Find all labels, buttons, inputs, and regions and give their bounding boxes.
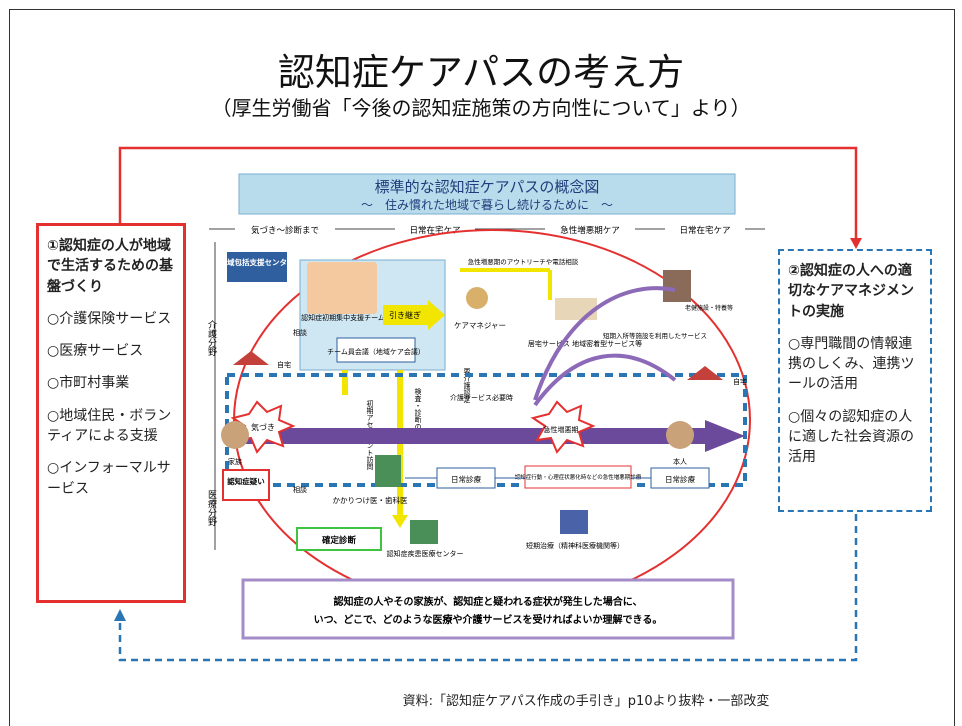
home-right-icon bbox=[687, 366, 723, 380]
family-label: 家族 bbox=[228, 457, 242, 466]
acute-label: 急性増悪期 bbox=[544, 425, 579, 434]
team-illustration bbox=[307, 262, 377, 314]
phase-home-care-1: 日常在宅ケア bbox=[409, 225, 460, 236]
consult-label-1: 相談 bbox=[293, 328, 307, 337]
shortstay-label: 短期入所等施設を利用したサービス bbox=[603, 331, 707, 340]
psychiatric-icon bbox=[560, 510, 588, 534]
diagram-title: 標準的な認知症ケアパスの概念図 bbox=[375, 178, 600, 196]
service-need-label: 介護サービス必要時 bbox=[450, 393, 513, 402]
outreach-label: 急性増悪期のアウトリーチや電話相談 bbox=[468, 257, 579, 266]
suspect-box bbox=[222, 469, 270, 501]
carepath-concept-diagram: 標準的な認知症ケアパスの概念図 ～ 住み慣れた地域で暮らし続けるために ～ 気づ… bbox=[206, 173, 765, 640]
daily-care-2-label: 日常診療 bbox=[665, 474, 695, 484]
home-service-label: 居宅サービス 地域密着型サービス等 bbox=[528, 339, 642, 348]
person-label: 本人 bbox=[673, 457, 687, 466]
home-right-label: 自宅 bbox=[733, 377, 747, 386]
consult-label-2: 相談 bbox=[293, 485, 307, 494]
caremanager-label: ケアマネジャー bbox=[454, 321, 506, 330]
medical-center-label: 認知症疾患医療センター bbox=[387, 549, 464, 558]
summary-line-1: 認知症の人やその家族が、認知症と疑われる症状が発生した場合に、 bbox=[334, 595, 643, 608]
care-need-label: 要介護認定 bbox=[463, 368, 471, 404]
notice-label: 気づき bbox=[251, 422, 275, 432]
left-item-volunteer: ○地域住民・ボランティアによる支援 bbox=[47, 407, 172, 445]
diagnosis-label: 確定診断 bbox=[321, 535, 357, 546]
left-foundation-box: ①認知症の人が地域で生活するための基盤づくり ○介護保険サービス ○医療サービス… bbox=[36, 223, 186, 603]
home-left-label: 自宅 bbox=[277, 360, 291, 369]
handoff-arrow-box bbox=[383, 305, 428, 325]
right-box-heading: ②認知症の人への適切なケアマネジメントの実施 bbox=[788, 263, 914, 320]
referral-label: 検査・診断の紹介 bbox=[414, 387, 422, 444]
person-icon bbox=[666, 421, 694, 449]
timeline-arrow bbox=[245, 428, 705, 444]
gp-icon bbox=[375, 455, 401, 487]
left-item-medical: ○医療サービス bbox=[47, 343, 144, 360]
support-center-box bbox=[227, 252, 287, 282]
short-treatment-label: 短期治療（精神科医療機関等） bbox=[526, 541, 624, 550]
slide-subtitle: （厚生労働省「今後の認知症施策の方向性について」より） bbox=[211, 96, 751, 120]
medical-center-icon bbox=[410, 520, 438, 544]
source-note: 資料:「認知症ケアパス作成の手引き」p10より抜粋・一部改変 bbox=[402, 694, 770, 709]
home-left-icon bbox=[233, 351, 269, 365]
notice-burst bbox=[230, 400, 296, 454]
right-caremanagement-box: ②認知症の人への適切なケアマネジメントの実施 ○専門職間の情報連携のしくみ、連携… bbox=[778, 249, 932, 512]
handoff-label: 引き継ぎ bbox=[389, 310, 421, 320]
acute-burst bbox=[530, 400, 596, 454]
meeting-box bbox=[336, 337, 416, 363]
phase-awareness: 気づき～診断まで bbox=[251, 225, 319, 236]
left-box-heading: ①認知症の人が地域で生活するための基盤づくり bbox=[47, 238, 173, 295]
meeting-label: チーム員会議（地域ケア会議） bbox=[327, 347, 425, 356]
support-center-label: 地域包括支援センター bbox=[220, 257, 295, 267]
axis-care: 介護分野 bbox=[206, 320, 217, 356]
bpsd-box bbox=[524, 465, 632, 489]
diagnosis-box bbox=[296, 527, 382, 551]
daily-care-1-label: 日常診療 bbox=[451, 474, 481, 484]
right-item-collaboration: ○専門職間の情報連携のしくみ、連携ツールの活用 bbox=[788, 335, 915, 393]
bpsd-label: 認知症行動・心理症状悪化時などの急性増悪期診療 bbox=[515, 473, 642, 481]
slide-title: 認知症ケアパスの考え方 bbox=[277, 51, 685, 94]
facility-icon bbox=[663, 270, 691, 302]
phase-home-care-2: 日常在宅ケア bbox=[679, 225, 730, 236]
right-item-resources: ○個々の認知症の人に適した社会資源の活用 bbox=[788, 408, 914, 466]
axis-medical: 医療分野 bbox=[206, 490, 217, 526]
left-item-municipal: ○市町村事業 bbox=[47, 375, 130, 392]
left-item-care-insurance: ○介護保険サービス bbox=[47, 310, 172, 327]
gp-label: かかりつけ医・歯科医 bbox=[332, 495, 408, 505]
facility-label: 老健施設・特養等 bbox=[685, 304, 733, 312]
team-label: 認知症初期集中支援チーム bbox=[301, 313, 385, 322]
caremanager-icon bbox=[466, 287, 488, 309]
family-icon bbox=[221, 421, 249, 449]
slide-frame bbox=[9, 9, 955, 726]
home-service-icon bbox=[555, 298, 597, 320]
left-item-informal: ○インフォーマルサービス bbox=[47, 460, 171, 497]
summary-box bbox=[241, 578, 735, 640]
suspect-label: 認知症疑い bbox=[227, 476, 265, 486]
diagram-subtitle: ～ 住み慣れた地域で暮らし続けるために ～ bbox=[361, 197, 613, 212]
summary-line-2: いつ、どこで、どのような医療や介護サービスを受ければよいか理解できる。 bbox=[314, 613, 663, 626]
phase-acute: 急性増悪期ケア bbox=[560, 225, 620, 236]
diagram-title-banner bbox=[238, 173, 736, 215]
